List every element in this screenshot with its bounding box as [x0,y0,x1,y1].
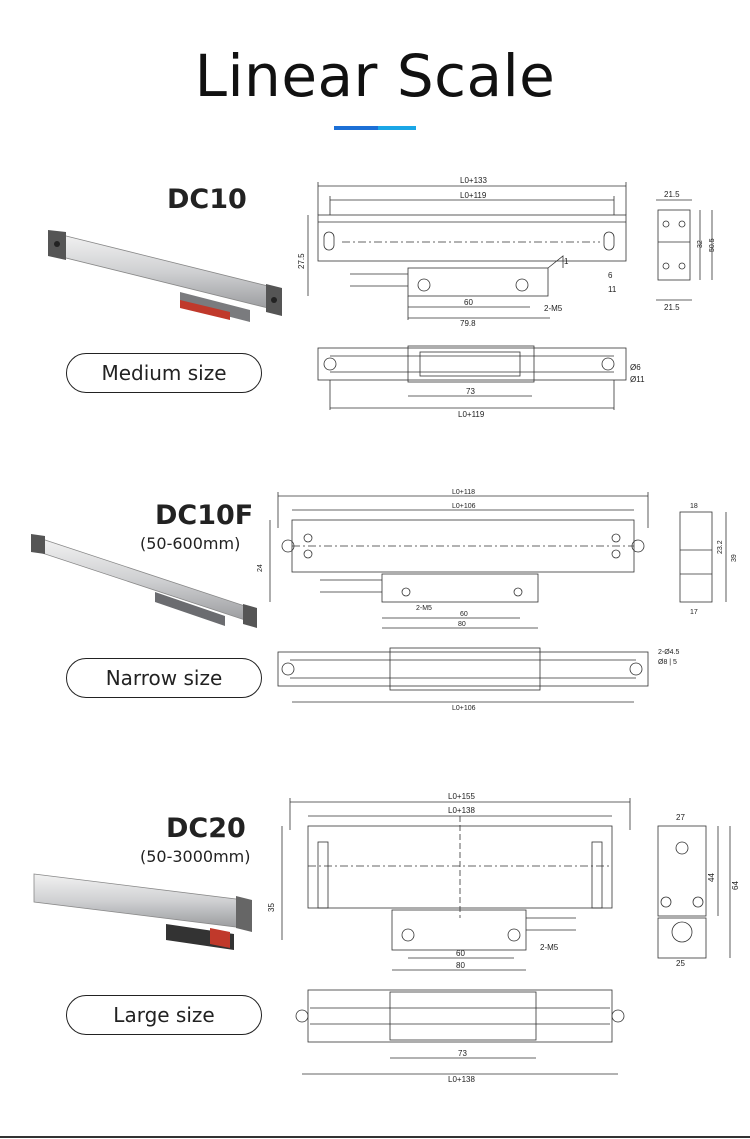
svg-text:L0+138: L0+138 [448,806,475,815]
product-photo-dc10f [31,534,257,628]
svg-text:80: 80 [456,961,465,970]
svg-text:6: 6 [608,271,613,280]
size-label-narrow: Narrow size [66,658,262,698]
svg-text:2-Ø4.5: 2-Ø4.5 [658,649,680,656]
title-underline [334,126,416,130]
svg-text:L0+119: L0+119 [460,191,487,200]
svg-text:21.5: 21.5 [664,190,680,199]
drawing-dc10f: L0+118 L0+106 60 80 2-M5 24 L0+106 2-Ø4.… [257,489,738,712]
svg-text:27.5: 27.5 [297,253,306,269]
svg-text:39: 39 [731,554,738,562]
product-photo-dc10 [48,230,282,322]
drawing-dc10: 27.5 L0+133 L0+119 60 79.8 2-M5 1 6 11 7… [297,176,716,419]
svg-text:L0+106: L0+106 [452,705,476,712]
svg-text:L0+138: L0+138 [448,1075,475,1084]
svg-text:32: 32 [697,240,704,248]
model-name-dc10: DC10 [167,184,247,215]
svg-text:25: 25 [676,959,685,968]
svg-text:18: 18 [690,503,698,510]
svg-text:73: 73 [466,387,475,396]
svg-text:23.2: 23.2 [717,540,724,554]
page-title: Linear Scale [194,42,556,110]
svg-text:44: 44 [707,873,716,882]
svg-text:Ø6: Ø6 [630,363,641,372]
svg-text:35: 35 [267,903,276,912]
svg-text:64: 64 [731,881,740,890]
svg-text:Ø8 | 5: Ø8 | 5 [658,659,677,666]
bottom-divider [0,1136,750,1138]
model-name-dc10f: DC10F [155,500,254,531]
size-label-large: Large size [66,995,262,1035]
svg-text:L0+155: L0+155 [448,792,475,801]
size-label-medium: Medium size [66,353,262,393]
svg-text:L0+118: L0+118 [452,489,475,496]
range-dc20: (50-3000mm) [140,847,251,866]
svg-text:2-M5: 2-M5 [540,943,559,952]
model-name-dc20: DC20 [166,813,246,844]
svg-text:73: 73 [458,1049,467,1058]
svg-text:2-M5: 2-M5 [416,605,432,612]
svg-text:L0+119: L0+119 [458,410,485,419]
svg-text:24: 24 [257,564,264,572]
svg-text:L0+106: L0+106 [452,503,476,510]
svg-text:60: 60 [460,611,468,618]
svg-text:21.5: 21.5 [664,303,680,312]
range-dc10f: (50-600mm) [140,534,241,553]
svg-text:2-M5: 2-M5 [544,304,563,313]
svg-text:11: 11 [608,285,617,294]
svg-text:79.8: 79.8 [460,319,476,328]
svg-text:L0+133: L0+133 [460,176,487,185]
svg-text:17: 17 [690,609,698,616]
svg-text:27: 27 [676,813,685,822]
drawing-dc20: L0+155 L0+138 60 80 2-M5 35 73 L0+138 27… [267,792,740,1084]
svg-text:60: 60 [456,949,465,958]
svg-text:80: 80 [458,621,466,628]
product-photo-dc20 [33,873,252,950]
svg-text:1: 1 [564,257,569,266]
svg-text:Ø11: Ø11 [630,375,645,384]
svg-text:50.5: 50.5 [709,238,716,252]
svg-text:60: 60 [464,298,473,307]
